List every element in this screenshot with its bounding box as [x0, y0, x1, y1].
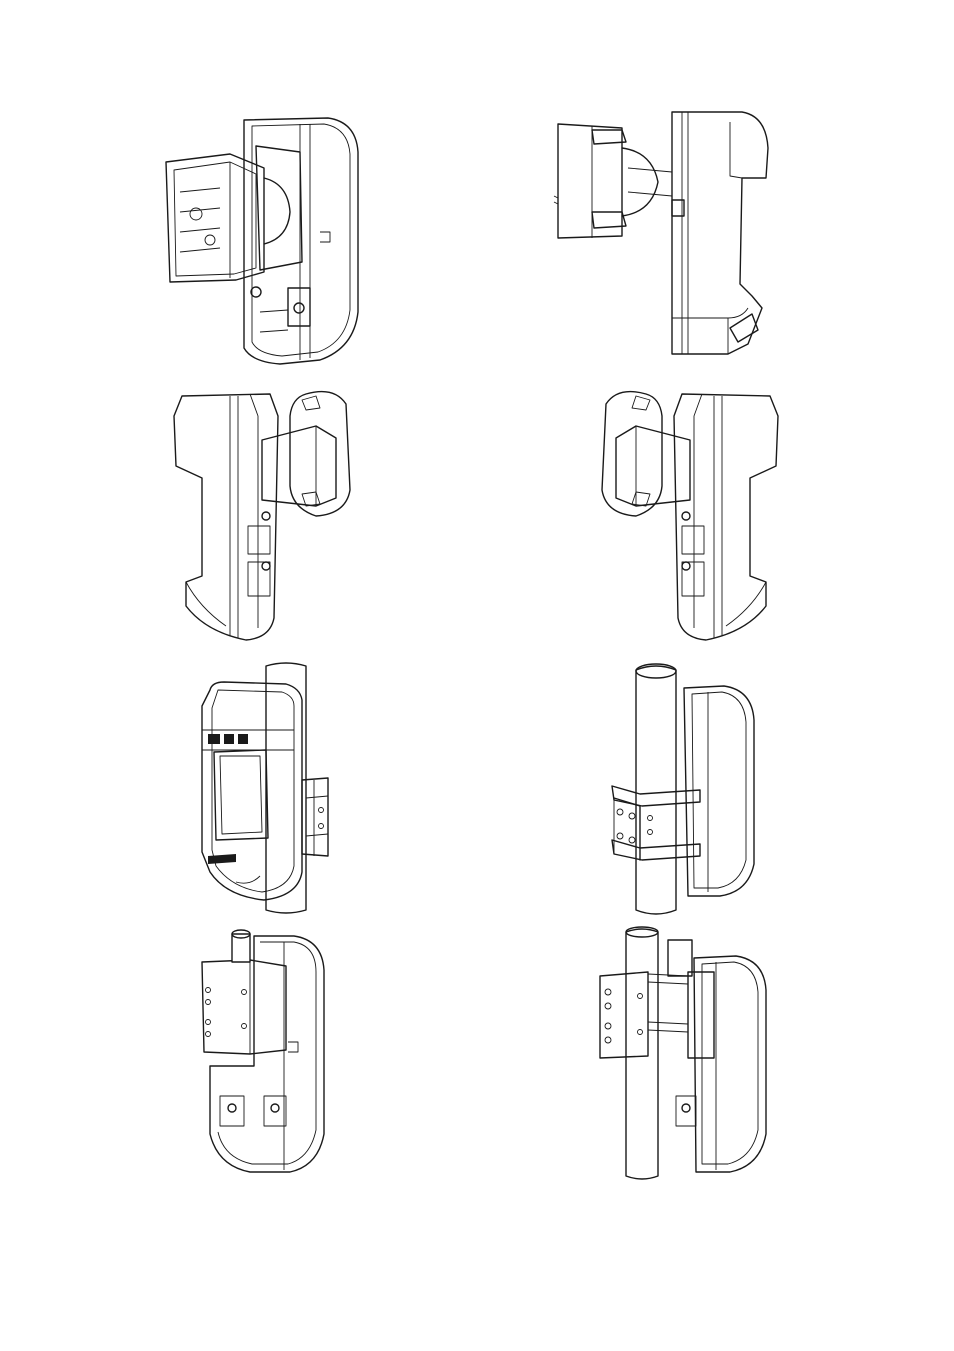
- detector-wall-bracket-left-view: [166, 386, 362, 644]
- detector-wall-box-mount-front-view: [160, 112, 370, 372]
- detector-wall-bracket-right-view: [590, 386, 786, 644]
- detector-wall-box-mount-side-view: [552, 108, 777, 360]
- detector-pole-mount-front-view: [190, 660, 340, 920]
- detector-pole-mount-rear-view: [604, 660, 764, 920]
- detector-pole-clamp-side-view: [596, 926, 772, 1180]
- detector-pole-bracket-top-view: [194, 926, 334, 1180]
